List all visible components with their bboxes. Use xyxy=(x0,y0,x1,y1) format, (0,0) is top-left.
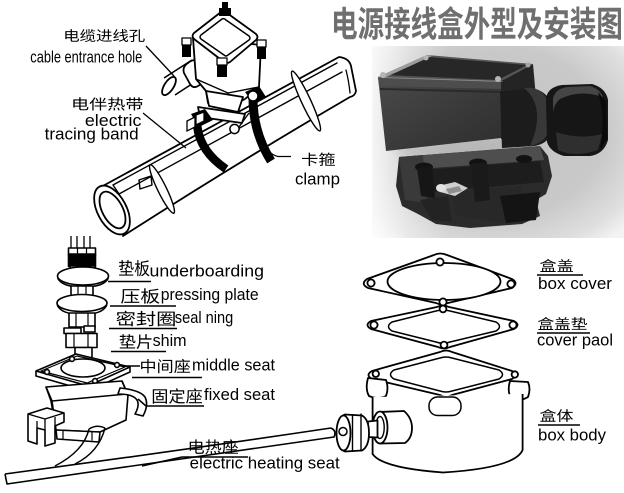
svg-text:clamp: clamp xyxy=(295,170,340,189)
svg-text:electric: electric xyxy=(85,112,141,130)
svg-text:fixed seat: fixed seat xyxy=(204,385,275,404)
svg-text:seal ning: seal ning xyxy=(175,308,234,327)
svg-text:cable entrance hole: cable entrance hole xyxy=(30,48,142,67)
svg-text:underboarding: underboarding xyxy=(150,262,265,281)
svg-text:tracing band: tracing band xyxy=(45,126,139,144)
svg-text:pressing plate: pressing plate xyxy=(161,285,259,304)
svg-text:box cover: box cover xyxy=(538,275,613,293)
svg-text:middle seat: middle seat xyxy=(192,356,275,375)
svg-text:cover paol: cover paol xyxy=(537,332,613,350)
svg-text:box body: box body xyxy=(538,427,607,445)
svg-text:shim: shim xyxy=(153,331,187,350)
svg-text:electric heating seat: electric heating seat xyxy=(190,455,340,473)
